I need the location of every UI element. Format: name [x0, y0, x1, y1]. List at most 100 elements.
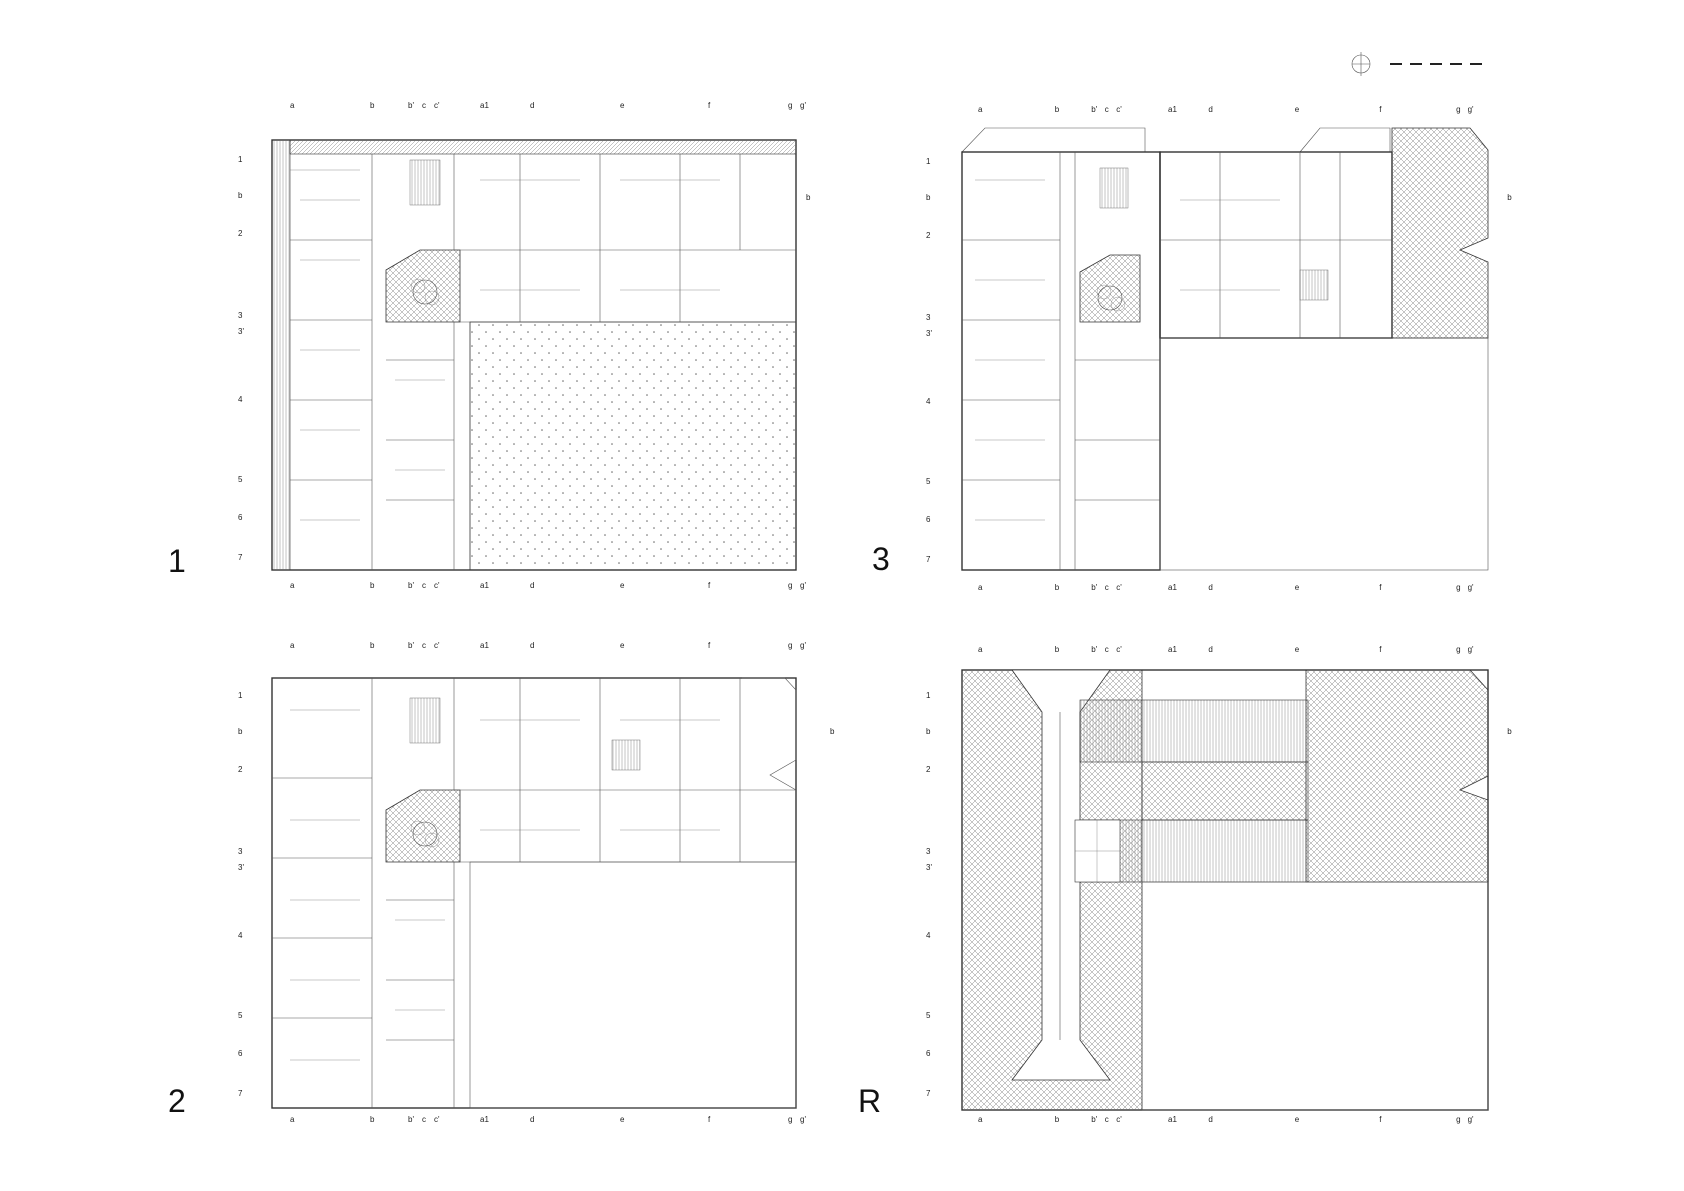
grid-row-label: 3	[926, 847, 931, 856]
grid-column-label: b	[1055, 583, 1060, 592]
grid-column-label: b	[370, 581, 375, 590]
grid-row-label: 5	[926, 1011, 931, 1020]
grid-column-label: a	[290, 641, 295, 650]
grid-column-label: e	[620, 101, 625, 110]
grid-column-label: a	[978, 583, 983, 592]
grid-row-label: b	[238, 191, 243, 200]
section-mark-label: a1	[480, 101, 489, 110]
plan-2-label: 2	[168, 1083, 186, 1119]
grid-column-label: c	[1105, 105, 1109, 114]
grid-row-label: 1	[238, 691, 243, 700]
grid-row-label: 2	[926, 231, 931, 240]
grid-column-label: g	[788, 581, 792, 590]
grid-row-label: 3	[926, 313, 931, 322]
grid-column-label: g'	[1468, 583, 1474, 592]
grid-column-label: g	[788, 641, 792, 650]
grid-column-label: b'	[1091, 583, 1097, 592]
grid-row-label: 5	[238, 475, 243, 484]
grid-column-label: c	[422, 101, 426, 110]
grid-column-label: f	[1379, 645, 1382, 654]
grid-row-label: 1	[926, 157, 931, 166]
grid-row-label: 3'	[926, 329, 932, 338]
grid-column-label: g	[1456, 583, 1460, 592]
grid-column-label: c	[1105, 583, 1109, 592]
grid-column-label: b'	[1091, 645, 1097, 654]
grid-row-label: 3'	[238, 863, 244, 872]
grid-column-label: g'	[1468, 105, 1474, 114]
plan-1-drawing	[271, 139, 797, 571]
grid-column-label: d	[530, 1115, 534, 1124]
grid-column-label: a	[978, 1115, 983, 1124]
grid-column-label: d	[1208, 105, 1212, 114]
grid-row-label: b	[926, 727, 931, 736]
grid-column-label: c'	[434, 641, 440, 650]
plan-1-label: 1	[168, 543, 186, 579]
grid-column-label: c'	[434, 101, 440, 110]
grid-column-label: g'	[800, 1115, 806, 1124]
grid-column-label: e	[1295, 645, 1300, 654]
grid-column-label: c	[422, 641, 426, 650]
grid-column-label: b	[370, 641, 375, 650]
grid-column-label: b'	[1091, 1115, 1097, 1124]
grid-column-label: b	[370, 101, 375, 110]
grid-column-label: g	[1456, 645, 1460, 654]
grid-column-label: b'	[408, 101, 414, 110]
grid-column-label: b'	[1091, 105, 1097, 114]
grid-column-label: e	[620, 581, 625, 590]
grid-column-label: c'	[1116, 583, 1122, 592]
grid-column-label: e	[1295, 583, 1300, 592]
grid-column-label: g'	[800, 101, 806, 110]
grid-row-label: 3	[238, 847, 243, 856]
grid-row-label: 4	[926, 931, 931, 940]
grid-column-label: a	[290, 101, 295, 110]
grid-row-label: 2	[926, 765, 931, 774]
grid-column-label: e	[620, 641, 625, 650]
grid-column-label: f	[1379, 583, 1382, 592]
grid-row-label: 4	[238, 395, 243, 404]
grid-column-label: g'	[800, 581, 806, 590]
grid-column-label: a	[978, 105, 983, 114]
grid-column-label: d	[530, 101, 534, 110]
grid-column-label: g	[788, 101, 792, 110]
section-mark-label: b	[830, 727, 835, 736]
grid-column-label: d	[1208, 645, 1212, 654]
grid-column-label: e	[1295, 105, 1300, 114]
plan-3-label: 3	[872, 541, 890, 577]
grid-row-label: 6	[238, 1049, 243, 1058]
grid-row-label: 5	[238, 1011, 243, 1020]
grid-row-label: 7	[238, 1089, 243, 1098]
grid-column-label: d	[530, 581, 534, 590]
section-mark-label: a1	[1168, 105, 1177, 114]
grid-row-label: 7	[926, 1089, 931, 1098]
plan-3-drawing	[961, 127, 1489, 571]
grid-column-label: b	[1055, 645, 1060, 654]
grid-column-label: c'	[1116, 1115, 1122, 1124]
grid-column-label: e	[1295, 1115, 1300, 1124]
grid-row-label: 1	[926, 691, 931, 700]
section-mark-label: b	[806, 193, 811, 202]
grid-row-label: 7	[238, 553, 243, 562]
grid-row-label: b	[926, 193, 931, 202]
section-mark-label: a1	[480, 581, 489, 590]
plan-r-drawing	[961, 669, 1489, 1111]
grid-column-label: d	[1208, 1115, 1212, 1124]
plan-r-label: R	[858, 1083, 881, 1119]
grid-column-label: a	[290, 581, 295, 590]
grid-column-label: f	[708, 641, 711, 650]
grid-row-label: 3	[238, 311, 243, 320]
grid-row-label: 2	[238, 765, 243, 774]
grid-row-label: 4	[926, 397, 931, 406]
section-mark-label: a1	[480, 1115, 489, 1124]
grid-column-label: e	[620, 1115, 625, 1124]
grid-column-label: b	[1055, 1115, 1060, 1124]
grid-row-label: 7	[926, 555, 931, 564]
section-mark-label: a1	[1168, 1115, 1177, 1124]
grid-row-label: 5	[926, 477, 931, 486]
grid-column-label: c'	[1116, 105, 1122, 114]
grid-column-label: f	[708, 101, 711, 110]
grid-column-label: c	[1105, 645, 1109, 654]
grid-column-label: b	[1055, 105, 1060, 114]
grid-row-label: 6	[926, 515, 931, 524]
grid-column-label: a	[978, 645, 983, 654]
